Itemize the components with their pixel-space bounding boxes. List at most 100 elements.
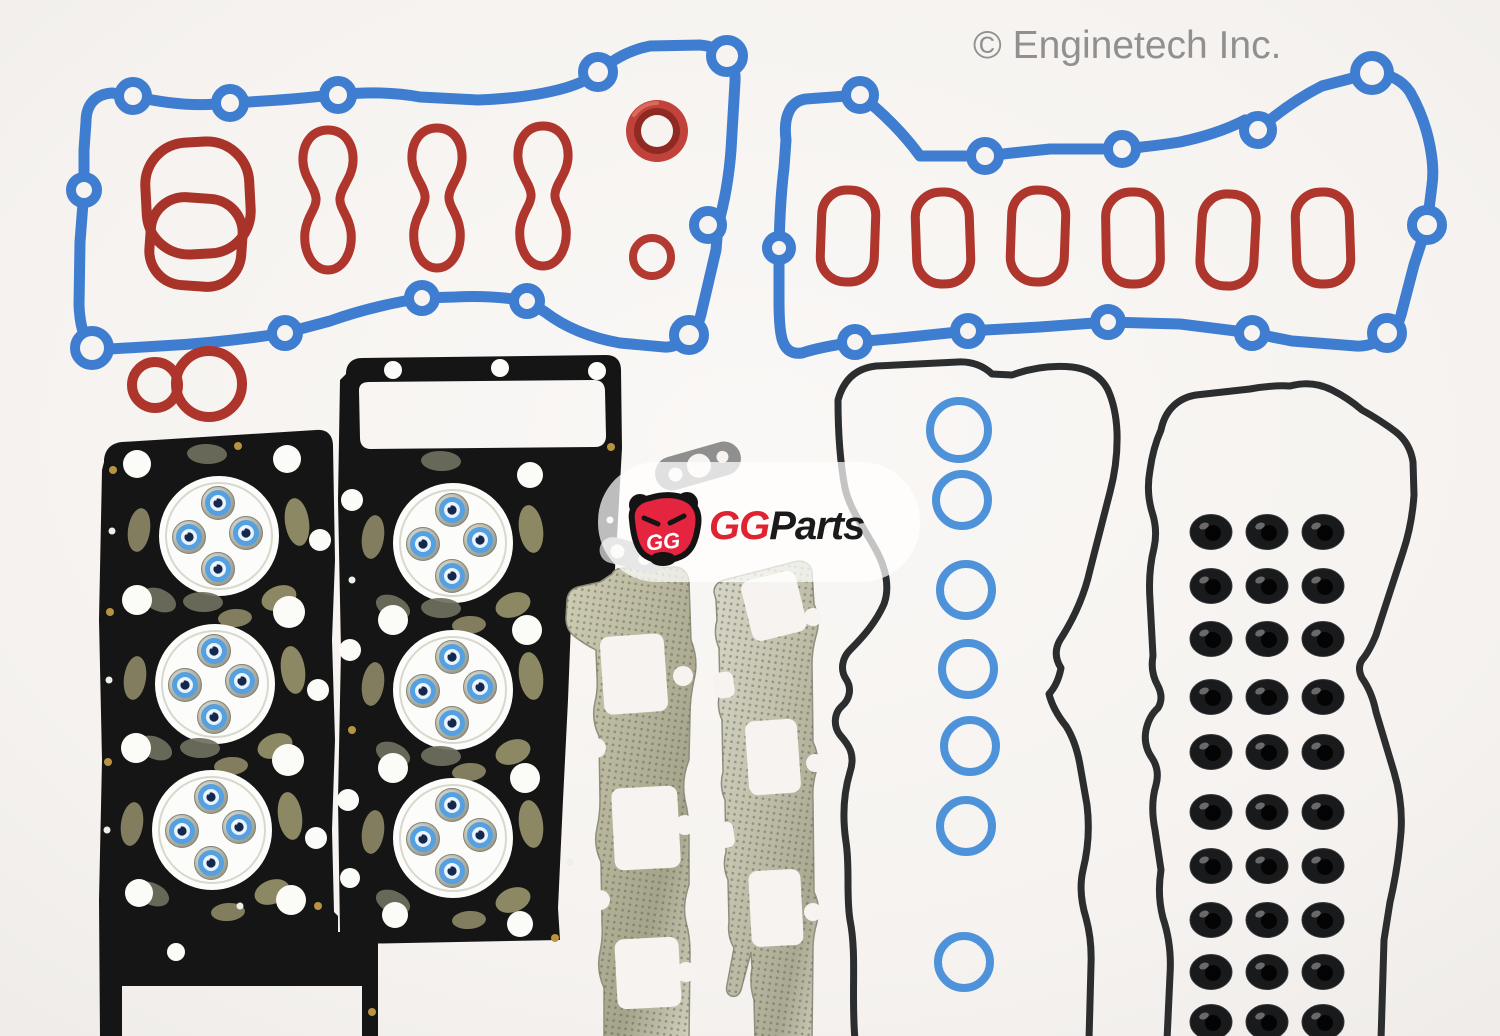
bolt-eyelet xyxy=(578,52,618,92)
cylinder-bore xyxy=(123,591,306,776)
cam-cover-port-seal xyxy=(407,123,467,273)
gold-dot xyxy=(106,608,114,616)
bolt-hole xyxy=(305,827,327,849)
bolt-hole xyxy=(309,529,331,551)
exhaust-port-opening xyxy=(745,718,801,796)
timing-cover-gasket xyxy=(831,358,1121,1036)
bolt-grommet xyxy=(1189,848,1233,884)
head-gasket-right xyxy=(337,355,622,944)
bolt-grommet xyxy=(1245,514,1289,550)
valve-cover-gasket-right xyxy=(762,51,1447,360)
manifold-strip-left-holes xyxy=(586,666,696,982)
exhaust-port-opening xyxy=(614,936,682,1010)
left-cover-bolt-eyelets xyxy=(66,35,748,370)
head-gasket-left-bores xyxy=(120,443,310,922)
left-cover-port-seals xyxy=(298,121,573,275)
gold-dot xyxy=(551,934,559,942)
head-gasket-right-holes xyxy=(337,359,615,942)
right-cover-port-seals xyxy=(815,185,1356,291)
bolt-grommet xyxy=(1301,1004,1345,1036)
spark-tube-oring xyxy=(940,716,1000,776)
bolt-eyelet xyxy=(837,324,873,360)
intake-port-seal xyxy=(1005,185,1071,287)
bolt-grommet xyxy=(1301,621,1345,657)
gold-dot xyxy=(234,442,242,450)
bolt-hole xyxy=(122,585,152,615)
intake-port-seal xyxy=(1195,189,1261,291)
pin-dot xyxy=(236,902,244,910)
gold-dot xyxy=(109,466,117,474)
bolt-eyelet xyxy=(1350,51,1394,95)
bolt-grommet xyxy=(1189,621,1233,657)
bolt-eyelet xyxy=(1239,111,1277,149)
bolt-eyelet xyxy=(404,280,440,316)
bolt-grommet xyxy=(1301,679,1345,715)
pin-dot xyxy=(103,826,111,834)
valve-cover-grommets xyxy=(1189,514,1345,1036)
bolt-hole xyxy=(384,361,402,379)
manifold-bolt-hole xyxy=(590,890,610,910)
bolt-eyelet xyxy=(1367,313,1407,353)
bolt-grommet xyxy=(1245,621,1289,657)
bolt-grommet xyxy=(1301,734,1345,770)
manifold-bolt-hole xyxy=(676,962,696,982)
bolt-eyelet xyxy=(267,315,303,351)
bolt-eyelet xyxy=(114,77,152,115)
bolt-hole xyxy=(340,868,360,888)
bolt-hole xyxy=(123,450,151,478)
intake-port-seal xyxy=(910,187,976,289)
bolt-hole xyxy=(491,359,509,377)
gold-dot xyxy=(348,726,356,734)
exhaust-manifold-gasket-left xyxy=(565,566,697,1036)
logo-text-parts: Parts xyxy=(769,504,864,548)
manifold-bolt-hole xyxy=(586,738,606,758)
bolt-hole xyxy=(507,911,533,937)
brand-logo: GG GGParts xyxy=(598,462,920,582)
bolt-hole xyxy=(121,733,151,763)
spark-tube-oring xyxy=(934,932,994,992)
bolt-eyelet xyxy=(1103,130,1141,168)
bolt-eyelet xyxy=(1407,205,1447,245)
bolt-grommet xyxy=(1301,848,1345,884)
bolt-hole xyxy=(512,615,542,645)
cylinder-bore xyxy=(127,443,310,628)
intake-port-seal xyxy=(1290,187,1356,289)
bolt-grommet xyxy=(1189,514,1233,550)
bolt-eyelet xyxy=(966,137,1004,175)
exhaust-manifold-gasket-right xyxy=(713,560,824,1036)
exhaust-port-opening xyxy=(599,633,669,715)
bolt-grommet xyxy=(1189,954,1233,990)
manifold-strip-left-ports xyxy=(599,633,682,1010)
spark-tube-oring xyxy=(932,470,992,530)
bolt-grommet xyxy=(1301,954,1345,990)
cam-cover-port-seal xyxy=(513,121,573,271)
bolt-grommet xyxy=(1189,568,1233,604)
cylinder-bore xyxy=(361,597,544,782)
head-gasket-right-bores xyxy=(361,450,544,930)
gold-dot xyxy=(314,902,322,910)
bolt-hole xyxy=(273,596,305,628)
valve-cover-gasket-right-outline xyxy=(773,67,1439,359)
spark-tube-oring xyxy=(936,560,996,620)
bolt-hole xyxy=(167,943,185,961)
bolt-hole xyxy=(588,362,606,380)
manifold-bolt-hole xyxy=(804,903,822,921)
exhaust-port-opening xyxy=(741,571,807,641)
bolt-hole xyxy=(276,885,306,915)
bolt-grommet xyxy=(1189,902,1233,938)
bolt-eyelet xyxy=(1234,315,1270,351)
bolt-eyelet xyxy=(841,76,879,114)
bolt-eyelet xyxy=(509,283,545,319)
bolt-eyelet xyxy=(66,172,102,208)
timing-cover-orings xyxy=(926,397,1000,992)
bolt-grommet xyxy=(1301,568,1345,604)
pin-dot xyxy=(566,858,574,866)
bolt-hole xyxy=(272,744,304,776)
bolt-grommet xyxy=(1245,1004,1289,1036)
bolt-grommet xyxy=(1189,794,1233,830)
head-gasket-left-holes xyxy=(103,442,376,1016)
manifold-bolt-hole xyxy=(713,671,735,699)
bolt-grommet xyxy=(1245,848,1289,884)
bolt-eyelet xyxy=(211,84,249,122)
